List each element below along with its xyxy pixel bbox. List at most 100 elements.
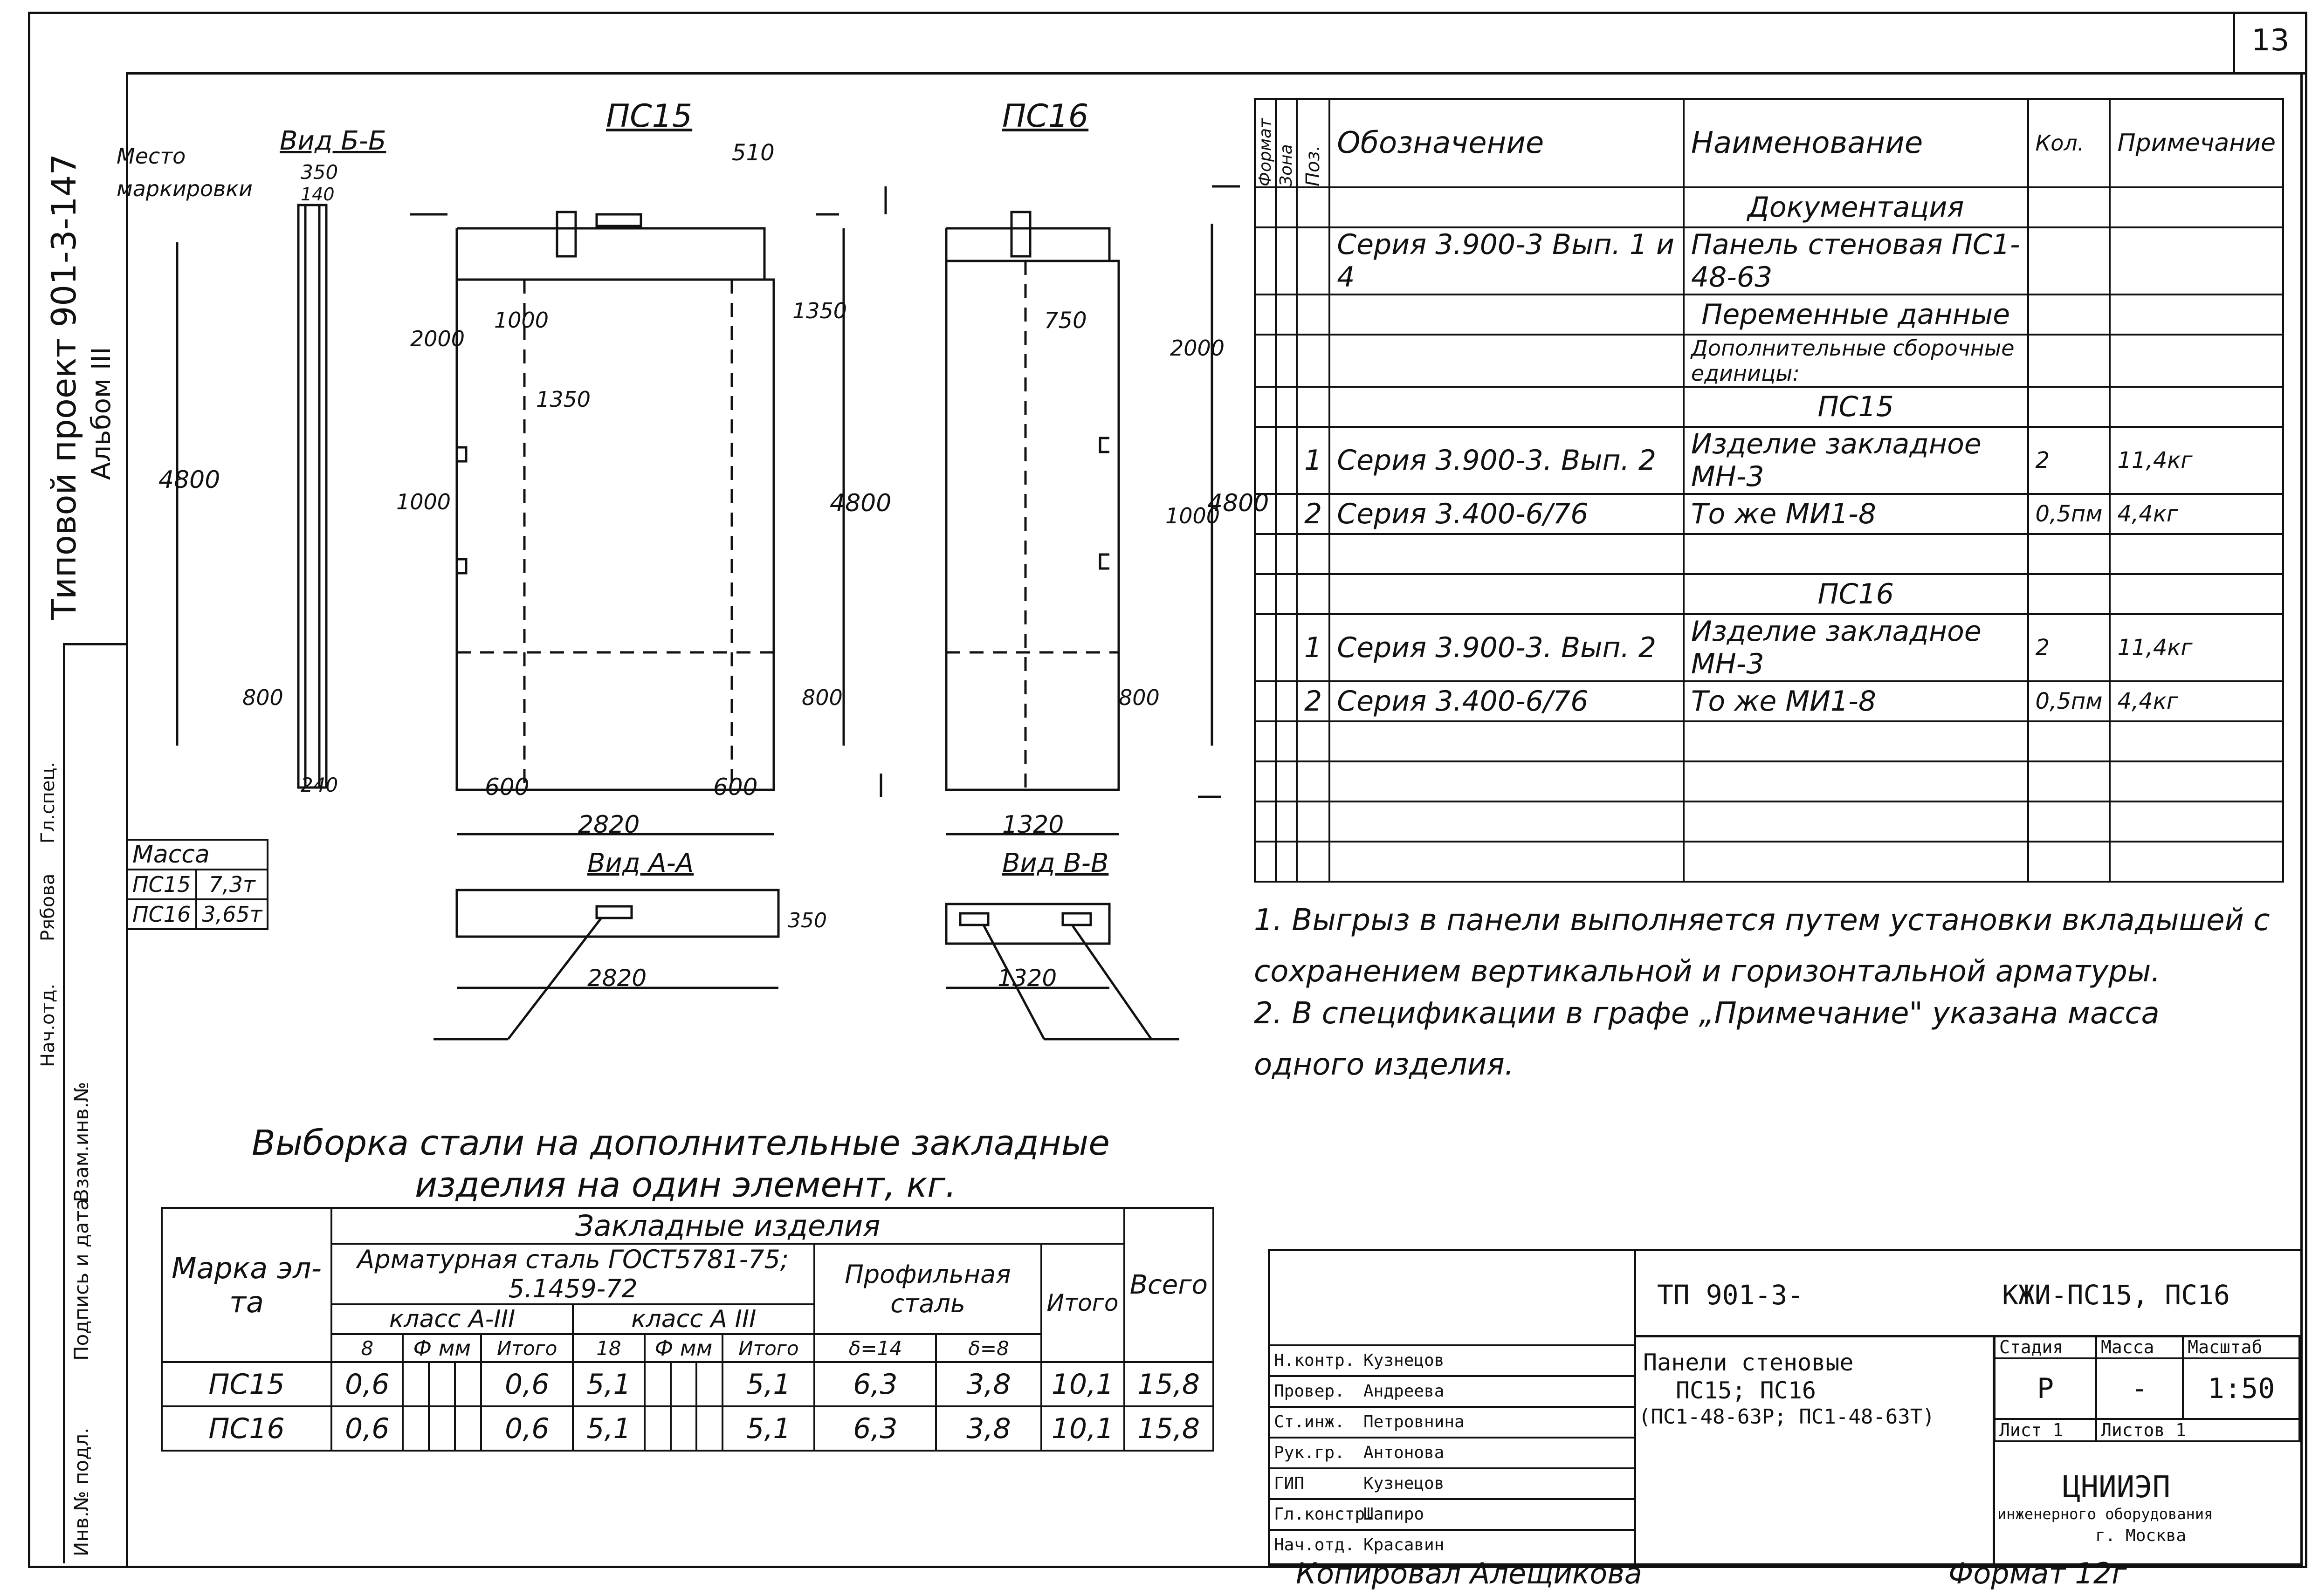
tb-scale-h: Масштаб xyxy=(2182,1335,2300,1359)
steel-cell: 5,1 xyxy=(572,1361,646,1407)
spec-cell: 2 xyxy=(2027,613,2111,682)
spec-cell xyxy=(1254,760,1277,802)
spec-cell xyxy=(2109,573,2284,615)
steel-h-phi1: Ф мм xyxy=(402,1333,482,1363)
spec-row: Переменные данные xyxy=(1254,294,2284,336)
dim-label: 800 xyxy=(242,685,283,710)
spec-cell xyxy=(1295,533,1331,575)
steel-h-total: Итого xyxy=(1040,1243,1125,1363)
steel-cell xyxy=(643,1405,672,1452)
dim-label: 2820 xyxy=(578,811,640,839)
spec-cell xyxy=(1275,226,1298,295)
steel-h-8: 8 xyxy=(330,1333,404,1363)
spec-cell xyxy=(1254,680,1277,722)
spec-cell xyxy=(1254,720,1277,762)
spec-header-name: Наименование xyxy=(1682,98,2029,188)
view-vv-title: Вид В-В xyxy=(1002,848,1109,878)
dim-label: 240 xyxy=(301,774,338,796)
tb-code-left: ТП 901-3- xyxy=(1657,1279,1804,1311)
spec-row: ПС15 xyxy=(1254,386,2284,428)
spec-cell xyxy=(1275,720,1298,762)
spec-cell xyxy=(2109,334,2284,388)
dim-label: 1320 xyxy=(1002,811,1064,839)
specification-table: Формат Зона Поз. Обозначение Наименовани… xyxy=(1254,98,2284,883)
dim-label: 1350 xyxy=(536,387,591,412)
spec-header-note: Примечание xyxy=(2109,98,2284,188)
tb-role-row: Ст.инж.Петровнина xyxy=(1270,1406,1634,1437)
tb-code-right: КЖИ-ПС15, ПС16 xyxy=(2002,1279,2230,1311)
spec-cell xyxy=(1295,226,1331,295)
spec-cell xyxy=(1254,386,1277,428)
spec-cell: Серия 3.900-3. Вып. 2 xyxy=(1328,426,1685,495)
spec-row: Документация xyxy=(1254,186,2284,228)
spec-cell xyxy=(1328,186,1685,228)
spec-cell xyxy=(2109,841,2284,883)
dim-label: 2000 xyxy=(1170,336,1225,361)
spec-cell xyxy=(1254,533,1277,575)
steel-h-class1: класс А-III xyxy=(330,1303,574,1335)
steel-cell: ПС16 xyxy=(161,1405,332,1452)
steel-cell xyxy=(402,1405,430,1452)
spec-cell xyxy=(1275,386,1298,428)
spec-cell xyxy=(2109,294,2284,336)
spec-cell xyxy=(1295,386,1331,428)
sheet-number: 13 xyxy=(2251,23,2290,58)
spec-cell xyxy=(1682,720,2029,762)
spec-cell xyxy=(1328,533,1685,575)
tb-name-line3: (ПС1-48-63Р; ПС1-48-63Т) xyxy=(1638,1405,1935,1429)
spec-cell xyxy=(2109,801,2284,843)
dim-label: 1320 xyxy=(998,965,1057,992)
mass-row-value: 3,65т xyxy=(195,898,269,930)
spec-cell xyxy=(1254,226,1277,295)
tb-role-row: Провер.Андреева xyxy=(1270,1375,1634,1406)
steel-cell xyxy=(402,1361,430,1407)
steel-h-profile: Профильная сталь xyxy=(813,1243,1042,1335)
spec-cell xyxy=(1254,613,1277,682)
spec-cell xyxy=(1328,720,1685,762)
spec-cell xyxy=(1254,426,1277,495)
view-bb-title: Вид Б-Б xyxy=(280,126,386,156)
dim-label: 2000 xyxy=(410,326,465,351)
steel-cell xyxy=(695,1361,724,1407)
dim-label: 600 xyxy=(713,774,758,801)
dim-label: 140 xyxy=(301,184,335,205)
spec-cell xyxy=(1328,334,1685,388)
spec-row: ПС16 xyxy=(1254,573,2284,615)
spec-cell xyxy=(1295,294,1331,336)
spec-cell xyxy=(1254,493,1277,535)
spec-cell xyxy=(2027,720,2111,762)
steel-cell xyxy=(454,1361,482,1407)
tb-person: Кузнецов xyxy=(1363,1474,1445,1493)
spec-cell xyxy=(1328,573,1685,615)
steel-h-d8: δ=8 xyxy=(935,1333,1042,1363)
spec-cell xyxy=(1295,760,1331,802)
steel-cell xyxy=(669,1361,698,1407)
dim-label: 600 xyxy=(485,774,530,801)
spec-cell: То же МИ1-8 xyxy=(1682,680,2029,722)
spec-cell xyxy=(2027,334,2111,388)
steel-cell: 0,6 xyxy=(480,1405,574,1452)
spec-cell: То же МИ1-8 xyxy=(1682,493,2029,535)
spec-cell xyxy=(2027,386,2111,428)
mass-row-mark: ПС15 xyxy=(125,869,198,900)
spec-cell xyxy=(2027,226,2111,295)
note-2: 2. В спецификации в графе „Примечание" у… xyxy=(1254,996,2160,1082)
tb-role-row: Рук.гр.Антонова xyxy=(1270,1437,1634,1467)
spec-cell xyxy=(1275,493,1298,535)
tb-scale: 1:50 xyxy=(2182,1357,2300,1420)
spec-cell: 4,4кг xyxy=(2109,493,2284,535)
steel-h-mark: Марка эл-та xyxy=(161,1207,332,1363)
spec-cell xyxy=(1295,841,1331,883)
spec-cell xyxy=(1295,573,1331,615)
tb-person: Кузнецов xyxy=(1363,1351,1445,1370)
steel-title-line1: Выборка стали на дополнительные закладны… xyxy=(252,1123,1110,1163)
steel-h-phi2: Ф мм xyxy=(643,1333,724,1363)
tb-sheets: Листов 1 xyxy=(2095,1418,2300,1442)
